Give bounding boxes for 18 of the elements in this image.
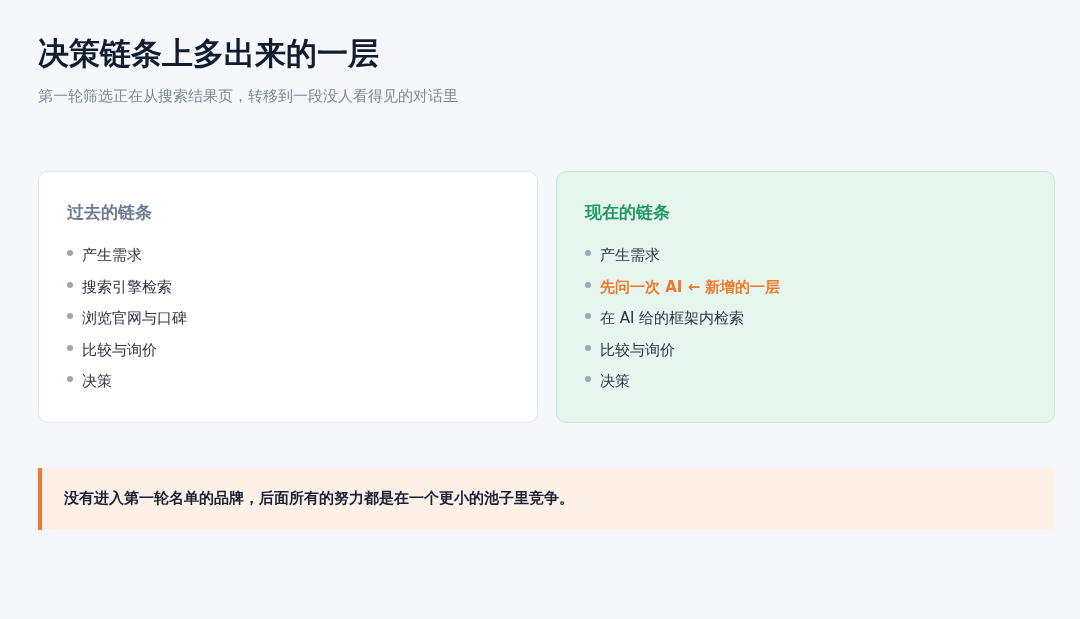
list-item: 比较与询价 xyxy=(600,339,675,361)
panel-heading: 过去的链条 xyxy=(67,201,152,224)
list-item: 比较与询价 xyxy=(82,339,157,361)
list-item: 决策 xyxy=(600,371,630,392)
list-item: 在 AI 给的框架内检索 xyxy=(600,308,745,329)
subtitle: 第一轮筛选正在从搜索结果页，转移到一段没人看得见的对话里 xyxy=(38,86,458,107)
list-item: 浏览官网与口碑 xyxy=(82,308,187,329)
panel-card xyxy=(556,171,1055,423)
callout-text: 没有进入第一轮名单的品牌，后面所有的努力都是在一个更小的池子里竞争。 xyxy=(64,488,574,509)
list-item: 产生需求 xyxy=(600,245,660,266)
panel-card xyxy=(38,171,538,423)
title: 决策链条上多出来的一层 xyxy=(38,34,379,73)
list-item: 先问一次 AI ← 新增的一层 xyxy=(600,276,781,298)
callout-box xyxy=(38,468,1055,530)
list-item: 搜索引擎检索 xyxy=(82,276,172,298)
list-item: 产生需求 xyxy=(82,245,142,266)
panel-heading: 现在的链条 xyxy=(585,201,670,224)
list-item: 决策 xyxy=(82,371,112,392)
